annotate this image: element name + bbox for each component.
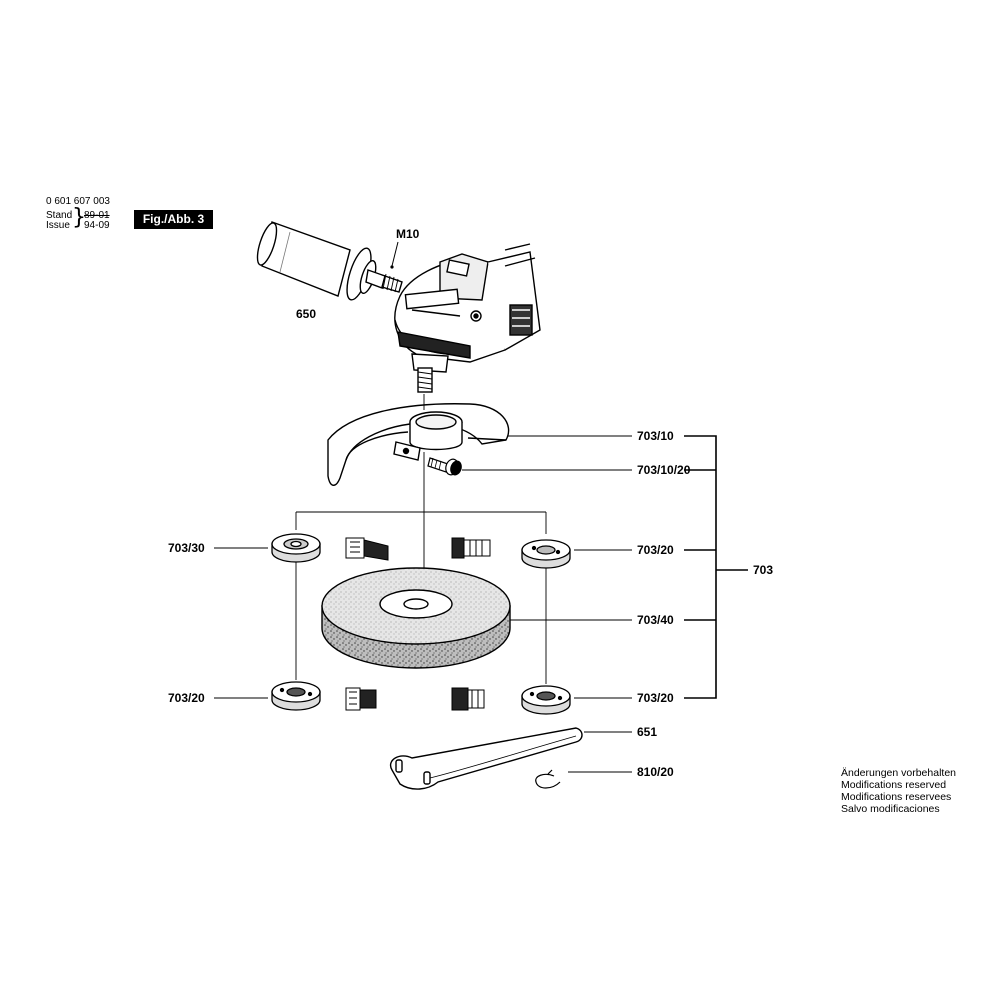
section-view-lower-left xyxy=(345,687,377,711)
callout-flange-upper-right: 703/20 xyxy=(637,543,674,557)
side-handle xyxy=(256,221,403,301)
issue-date: 94-09 xyxy=(84,220,110,231)
modification-notes: Änderungen vorbehalten Modifications res… xyxy=(841,767,956,815)
callout-flange-lower-right: 703/20 xyxy=(637,691,674,705)
circlip xyxy=(535,769,561,789)
flange-upper-right xyxy=(521,539,571,569)
guard-screw xyxy=(427,457,462,476)
section-view-upper-left xyxy=(345,537,389,561)
pin-spanner xyxy=(389,727,583,790)
stand-date: 89-01 xyxy=(84,210,110,221)
section-view-upper-right xyxy=(451,537,491,559)
issue-label: Issue xyxy=(46,220,70,231)
flange-lower-left xyxy=(271,681,321,711)
flange-upper-left xyxy=(271,533,321,563)
note-english: Modifications reserved xyxy=(841,779,947,791)
callout-handle: 650 xyxy=(296,307,316,321)
callout-circlip: 810/20 xyxy=(637,765,674,779)
brace-icon: } xyxy=(72,205,86,230)
note-spanish: Salvo modificaciones xyxy=(841,803,940,815)
grinding-wheel xyxy=(321,567,511,669)
callout-flange-upper-left: 703/30 xyxy=(168,541,205,555)
callout-guard: 703/10 xyxy=(637,429,674,443)
wheel-guard xyxy=(327,403,510,486)
note-french: Modifications reservees xyxy=(841,791,952,803)
callout-spanner: 651 xyxy=(637,725,657,739)
callout-wheel: 703/40 xyxy=(637,613,674,627)
callout-kit: 703 xyxy=(753,563,773,577)
callout-guard-screw: 703/10/20 xyxy=(637,463,691,477)
stand-label: Stand xyxy=(46,210,73,221)
callout-thread: M10 xyxy=(396,227,420,241)
document-number: 0 601 607 003 xyxy=(46,196,110,207)
leader-dot xyxy=(390,265,394,269)
callout-flange-lower-left: 703/20 xyxy=(168,691,205,705)
note-german: Änderungen vorbehalten xyxy=(841,767,957,779)
figure-badge: Fig./Abb. 3 xyxy=(134,210,213,229)
section-view-lower-right xyxy=(451,687,485,711)
flange-lower-right xyxy=(521,685,571,715)
leader-lines xyxy=(214,241,748,773)
grinder-head xyxy=(394,243,541,393)
